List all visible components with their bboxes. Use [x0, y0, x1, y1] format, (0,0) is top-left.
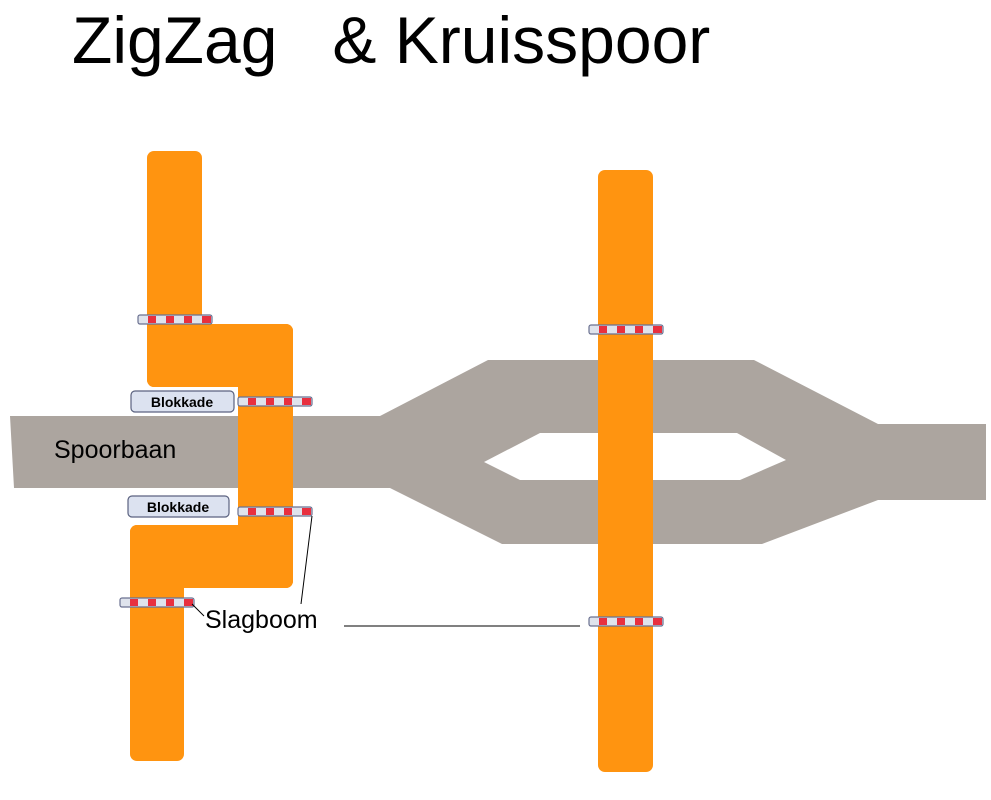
page-title: ZigZag & Kruisspoor	[72, 3, 711, 77]
svg-text:Blokkade: Blokkade	[151, 394, 213, 410]
blockade-label-bottom: Blokkade	[127, 495, 230, 518]
barrier-leader-lines	[191, 515, 580, 627]
barrier-zigzag-upper-blockade	[237, 396, 313, 407]
track-label: Spoorbaan	[54, 436, 176, 464]
svg-text:Blokkade: Blokkade	[147, 499, 209, 515]
crossing-road	[598, 170, 653, 772]
barrier-zigzag-top	[137, 314, 213, 325]
zigzag-road	[130, 151, 293, 761]
track-main	[10, 360, 986, 544]
barrier-crossing-bottom	[588, 616, 664, 627]
barrier-crossing-top	[588, 324, 664, 335]
barrier-zigzag-bottom	[119, 597, 195, 608]
zigzag-middle-segment	[238, 324, 293, 588]
blockade-label-top: Blokkade	[130, 390, 235, 413]
zigzag-bottom-segment	[130, 525, 184, 761]
barrier-label: Slagboom	[205, 606, 318, 634]
barrier-zigzag-lower-blockade	[237, 506, 313, 517]
